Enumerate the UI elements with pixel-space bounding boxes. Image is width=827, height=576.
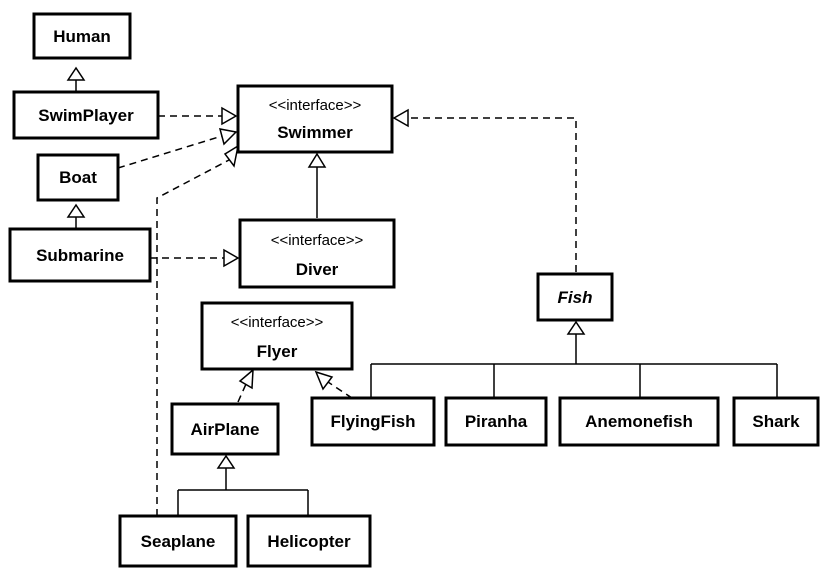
arrowhead-fish: [566, 320, 586, 335]
class-piranha: Piranha: [444, 396, 548, 447]
edge-boat-swimmer: [117, 135, 223, 169]
class-submarine-label: Submarine: [36, 246, 124, 265]
interface-swimmer-stereotype: <<interface>>: [269, 97, 362, 114]
class-anemonefish: Anemonefish: [558, 396, 720, 447]
arrowhead-swimmer-2: [218, 128, 238, 146]
arrowhead-swimmer-1: [221, 106, 238, 126]
class-helicopter-label: Helicopter: [267, 532, 351, 551]
edge-fish-swimmer: [408, 117, 577, 272]
class-airplane: AirPlane: [170, 402, 280, 456]
interface-flyer-stereotype: <<interface>>: [231, 314, 324, 331]
class-shark-label: Shark: [752, 412, 800, 431]
class-shark: Shark: [732, 396, 820, 447]
class-anemonefish-label: Anemonefish: [585, 412, 693, 431]
interface-swimmer-label: Swimmer: [277, 123, 353, 142]
class-airplane-label: AirPlane: [191, 420, 260, 439]
class-seaplane: Seaplane: [118, 514, 238, 568]
class-swimplayer: SwimPlayer: [12, 90, 160, 140]
interface-swimmer: <<interface>> Swimmer: [236, 84, 394, 154]
class-boat: Boat: [36, 153, 120, 202]
class-swimplayer-label: SwimPlayer: [38, 106, 134, 125]
class-flyingfish-label: FlyingFish: [331, 412, 416, 431]
class-flyingfish: FlyingFish: [310, 396, 436, 447]
class-fish: Fish: [536, 272, 614, 322]
class-piranha-label: Piranha: [465, 412, 528, 431]
arrowhead-swimmer-5: [392, 108, 409, 128]
arrowhead-airplane: [216, 454, 236, 469]
arrowhead-swimmer-3: [223, 144, 240, 168]
edge-airplane-flyer: [237, 383, 247, 403]
arrowhead-swimmer-4: [307, 152, 327, 168]
arrowhead-diver: [223, 248, 240, 268]
arrowhead-flyer-2: [314, 370, 334, 391]
interface-flyer-label: Flyer: [257, 342, 298, 361]
edge-flyingfish-flyer: [327, 381, 353, 399]
class-human-label: Human: [53, 27, 111, 46]
class-helicopter: Helicopter: [246, 514, 372, 568]
interface-diver-stereotype: <<interface>>: [271, 232, 364, 249]
interface-diver: <<interface>> Diver: [238, 218, 396, 289]
class-human: Human: [32, 12, 132, 60]
interface-diver-label: Diver: [296, 260, 339, 279]
class-boat-label: Boat: [59, 168, 97, 187]
arrowhead-boat: [66, 203, 86, 218]
interface-flyer: <<interface>> Flyer: [200, 301, 354, 371]
class-seaplane-label: Seaplane: [141, 532, 216, 551]
edge-seaplane-swimmer: [156, 159, 230, 516]
class-fish-label: Fish: [558, 288, 593, 307]
arrowhead-human: [66, 66, 86, 81]
arrowhead-flyer-1: [238, 368, 254, 390]
class-submarine: Submarine: [8, 227, 152, 283]
